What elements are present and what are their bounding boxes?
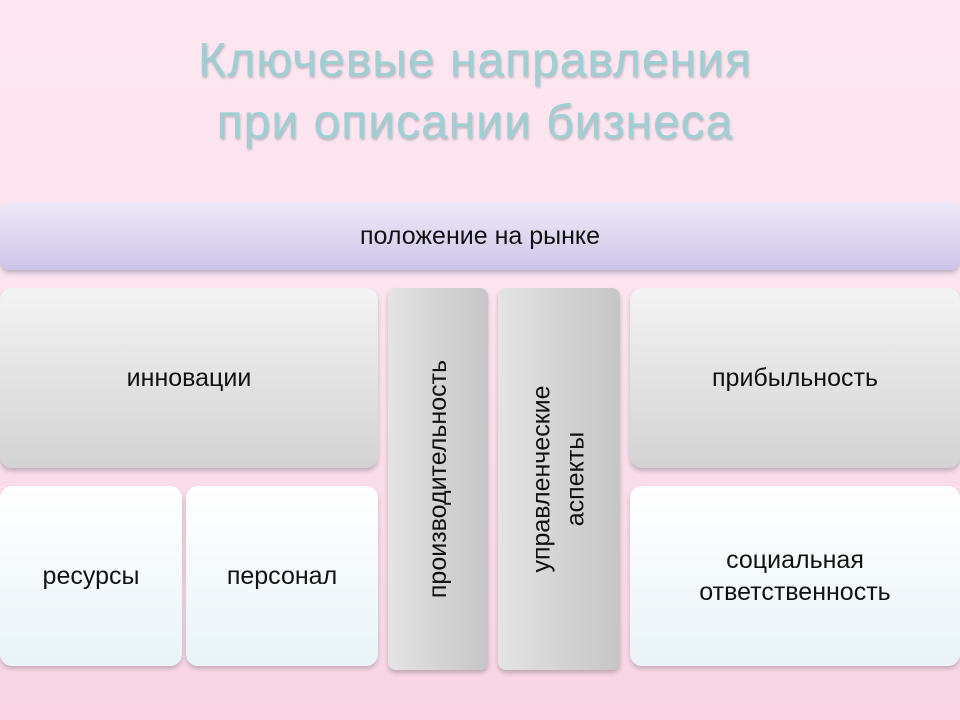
personnel-box: персонал	[186, 486, 378, 666]
management-aspects-label-wrap: управленческие аспекты	[525, 385, 593, 572]
resources-box: ресурсы	[0, 486, 182, 666]
profitability-label: прибыльность	[712, 364, 878, 392]
slide-title-line-2: при описании бизнеса	[216, 96, 734, 149]
slide-title: Ключевые направления при описании бизнес…	[60, 30, 890, 154]
productivity-label: производительность	[424, 359, 453, 599]
social-responsibility-label-line-2: ответственность	[699, 578, 891, 606]
resources-label: ресурсы	[42, 562, 140, 590]
personnel-label: персонал	[226, 562, 338, 590]
social-responsibility-box: социальная ответственность	[630, 486, 960, 666]
productivity-box: производительность	[388, 288, 488, 670]
social-responsibility-label: социальная ответственность	[699, 544, 890, 608]
management-aspects-label-line-2: аспекты	[562, 431, 590, 527]
market-position-label: положение на рынке	[359, 222, 601, 250]
social-responsibility-label-line-1: социальная	[726, 546, 864, 574]
slide-title-line-1: Ключевые направления	[198, 34, 752, 87]
innovations-box: инновации	[0, 288, 378, 468]
profitability-box: прибыльность	[630, 288, 960, 468]
market-position-box: положение на рынке	[0, 202, 960, 270]
productivity-label-wrap: производительность	[421, 360, 455, 598]
management-aspects-label-line-1: управленческие	[528, 385, 556, 573]
innovations-label: инновации	[126, 364, 252, 392]
management-aspects-box: управленческие аспекты	[498, 288, 620, 670]
